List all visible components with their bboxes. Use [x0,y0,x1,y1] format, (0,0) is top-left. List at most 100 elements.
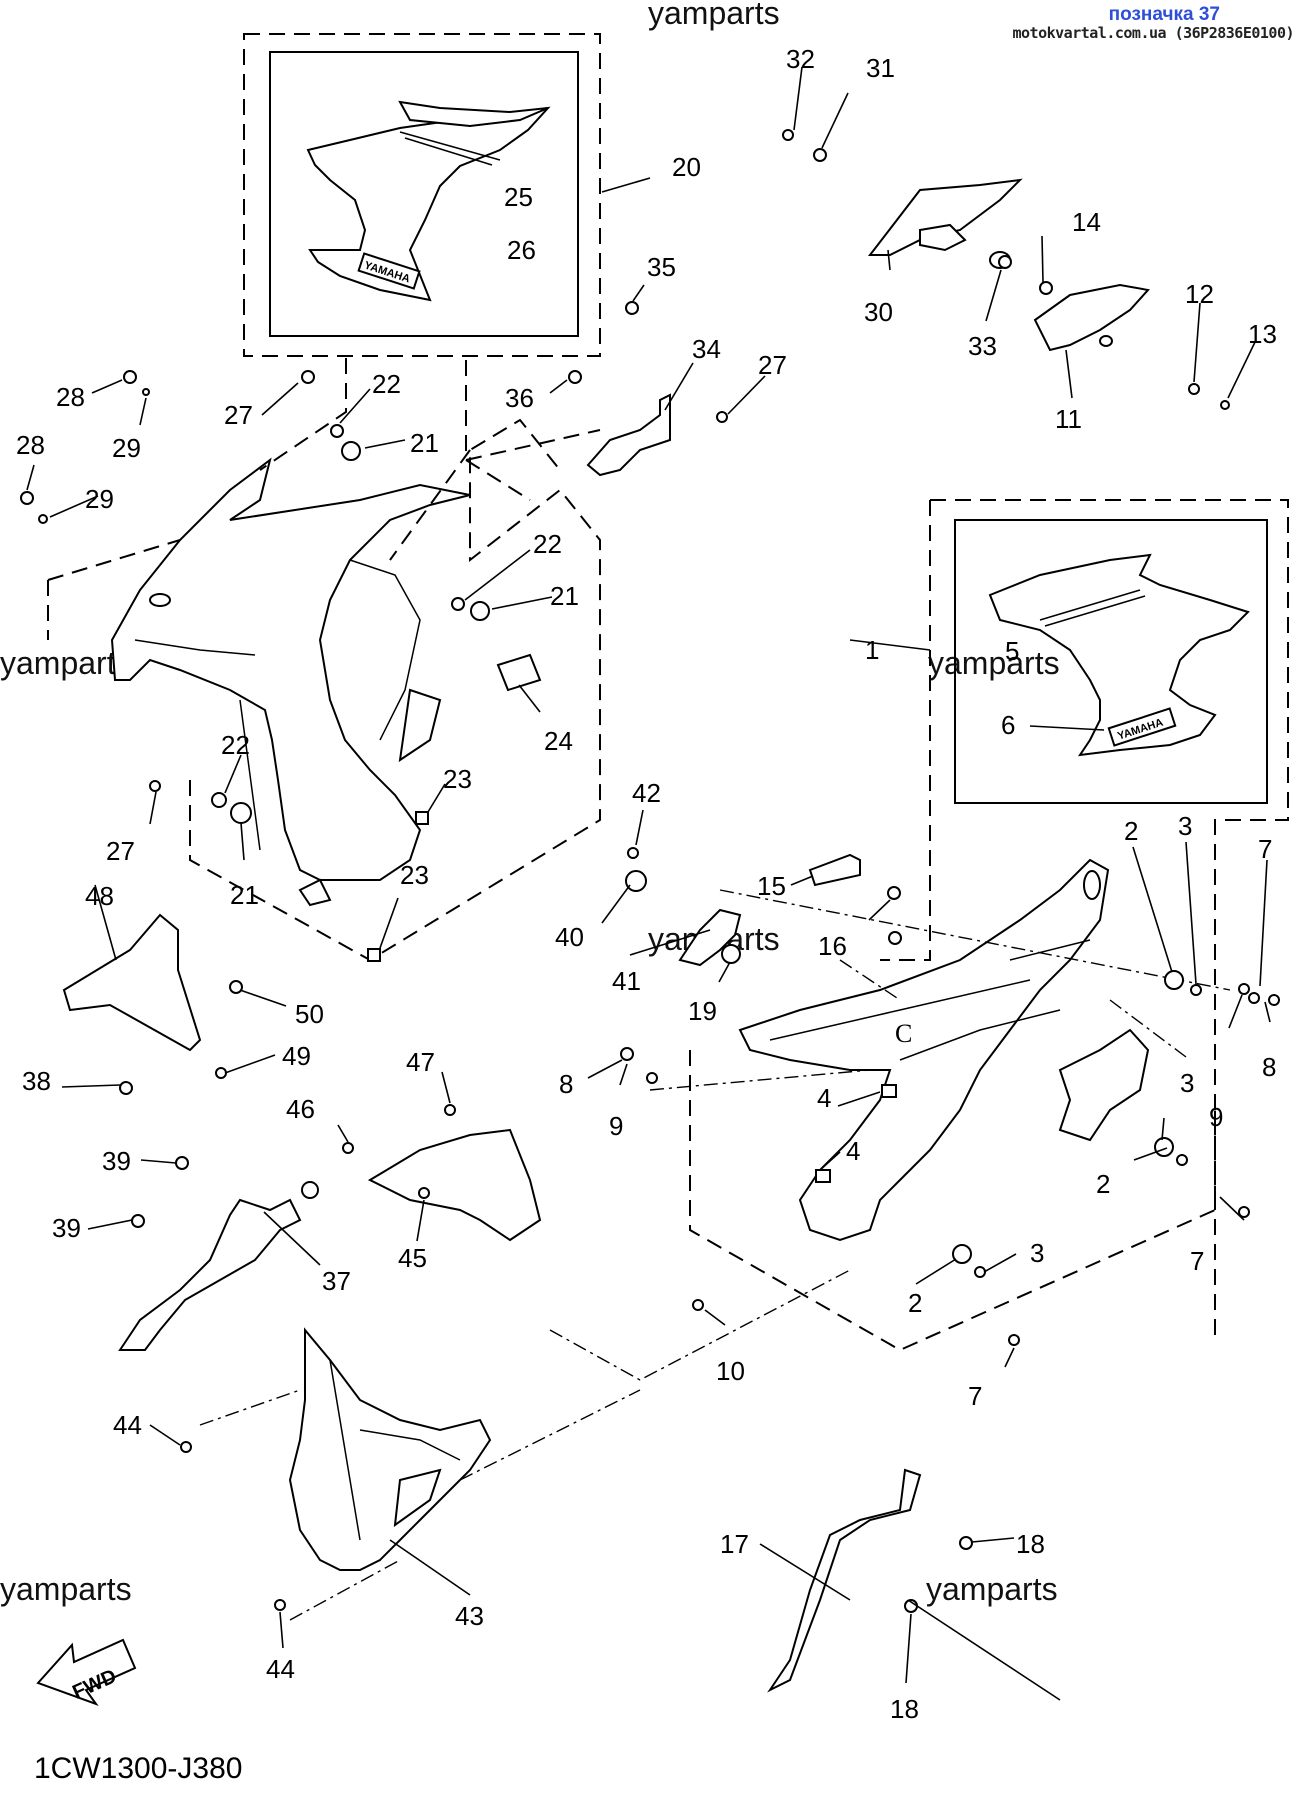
part-label-3c: 3 [1030,1238,1044,1268]
watermark-bottom-left: yamparts [0,1571,132,1607]
part-label-42: 42 [632,778,661,808]
part-label-2c: 2 [908,1288,922,1318]
bracket-group-outline [465,360,601,501]
part-label-23b: 23 [400,860,429,890]
stay-37-part [118,1181,319,1351]
part-label-3a: 3 [1178,811,1192,841]
part-label-25: 25 [504,182,533,212]
part-label-28b: 28 [16,430,45,460]
part-label-13: 13 [1248,319,1277,349]
leader-lines [26,66,1271,1701]
part-label-21c: 21 [230,880,259,910]
side-panel-30-part [867,178,1023,269]
lower-cowling-part [288,1327,492,1571]
part-label-44b: 44 [266,1654,295,1684]
part-label-43: 43 [455,1601,484,1631]
part-label-27a: 27 [224,400,253,430]
upper-cowling-group-outline [47,358,601,962]
part-label-9a: 9 [1209,1102,1223,1132]
part-label-39a: 39 [102,1146,131,1176]
part-label-39b: 39 [52,1213,81,1243]
side-cowling-part: C [738,858,1150,1242]
part-label-34: 34 [692,334,721,364]
part-number-labels: 1 2 2 2 3 3 3 4 4 5 6 7 7 7 8 8 9 9 10 1… [16,44,1277,1724]
box-24-part [496,653,542,692]
part-label-9b: 9 [609,1111,623,1141]
part-label-7c: 7 [968,1381,982,1411]
decal-kit-right-group: YAMAHA [930,499,1289,1340]
part-label-14: 14 [1072,207,1101,237]
part-label-8b: 8 [559,1069,573,1099]
bracket-15-part [808,853,861,887]
diagram-reference-title: позначка 37 [1108,4,1220,25]
diagram-code: 1CW1300-J380 [34,1752,243,1785]
fasteners-group [20,129,1280,1613]
part-label-15: 15 [757,871,786,901]
part-label-47: 47 [406,1047,435,1077]
part-label-6: 6 [1001,710,1015,740]
part-label-27c: 27 [106,836,135,866]
part-label-18b: 18 [890,1694,919,1724]
decal-kit-left-group: YAMAHA [243,33,601,357]
part-label-19: 19 [688,996,717,1026]
part-label-24: 24 [544,726,573,756]
part-label-48: 48 [85,881,114,911]
part-label-36: 36 [505,383,534,413]
part-label-7b: 7 [1190,1246,1204,1276]
part-label-35: 35 [647,252,676,282]
part-label-12: 12 [1185,279,1214,309]
part-label-49: 49 [282,1041,311,1071]
part-label-1: 1 [865,635,879,665]
part-label-26: 26 [507,235,536,265]
lower-cowling-mounting-lines [199,1269,851,1621]
part-label-30: 30 [864,297,893,327]
part-label-21a: 21 [410,428,439,458]
diagram-source-subtitle: motokvartal.com.ua (36P2836E0100) [1012,24,1294,42]
part-label-50: 50 [295,999,324,1029]
part-label-5: 5 [1005,636,1019,666]
part-label-28a: 28 [56,382,85,412]
upper-cowling-part [110,457,471,907]
part-label-2a: 2 [1124,816,1138,846]
part-label-22c: 22 [221,730,250,760]
bracket-17-part [767,1468,922,1693]
part-label-8a: 8 [1262,1052,1276,1082]
part-label-7a: 7 [1258,834,1272,864]
part-label-29b: 29 [85,484,114,514]
side-panel-11-part [1033,283,1150,352]
part-label-37: 37 [322,1266,351,1296]
part-label-17: 17 [720,1529,749,1559]
part-label-4b: 4 [846,1136,860,1166]
bracket-48-part [62,913,202,1052]
part-label-22b: 22 [533,529,562,559]
part-label-32: 32 [786,44,815,74]
watermark-bottom-right: yamparts [926,1571,1058,1607]
part-label-11: 11 [1055,404,1082,434]
cowling-emblem-mark: C [895,1019,912,1048]
part-label-27b: 27 [758,350,787,380]
part-label-40: 40 [555,922,584,952]
part-label-45: 45 [398,1243,427,1273]
part-label-2b: 2 [1096,1169,1110,1199]
watermark-left: yamparts [0,645,132,681]
part-label-23a: 23 [443,764,472,794]
part-label-31: 31 [866,53,895,83]
part-label-10: 10 [716,1356,745,1386]
part-label-16: 16 [818,931,847,961]
watermark-right: yamparts [928,645,1060,681]
part-label-20: 20 [672,152,701,182]
part-label-21b: 21 [550,581,579,611]
bracket-34-part [586,393,671,477]
stay-41-part [678,908,742,967]
part-label-41: 41 [612,966,641,996]
part-label-44a: 44 [113,1410,142,1440]
part-label-18a: 18 [1016,1529,1045,1559]
part-label-29a: 29 [112,433,141,463]
part-label-38: 38 [22,1066,51,1096]
part-label-4a: 4 [817,1083,831,1113]
part-label-33: 33 [968,331,997,361]
part-label-22a: 22 [372,369,401,399]
watermark-top: yamparts [648,0,780,31]
part-label-3b: 3 [1180,1068,1194,1098]
